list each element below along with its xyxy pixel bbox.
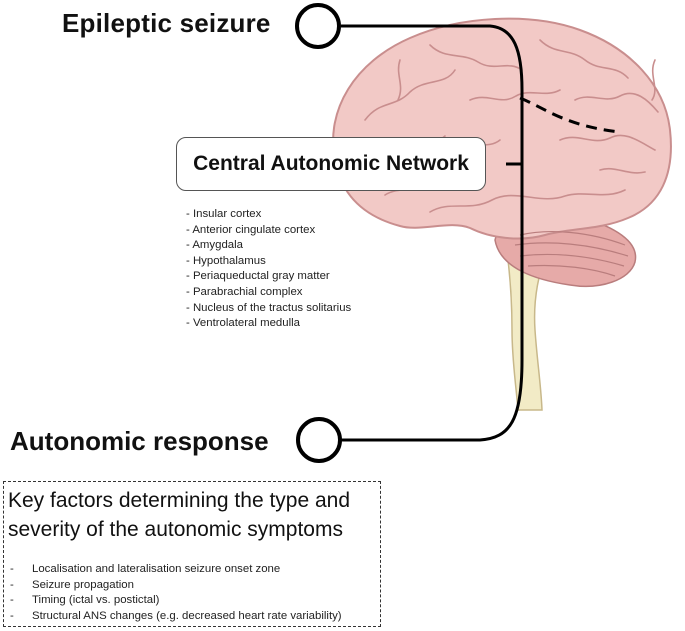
region-item: - Hypothalamus <box>186 254 266 267</box>
region-item: - Nucleus of the tractus solitarius <box>186 301 352 314</box>
region-item: - Parabrachial complex <box>186 285 303 298</box>
seizure-pathway <box>341 24 524 442</box>
factor-item: - Structural ANS changes (e.g. decreased … <box>10 609 342 625</box>
factor-bullet: - <box>10 609 14 622</box>
key-factors-title: Key factors determining the type and sev… <box>8 489 351 541</box>
factor-item: - Localisation and lateralisation seizure… <box>10 562 342 578</box>
key-factors-list: - Localisation and lateralisation seizure… <box>10 562 342 624</box>
central-autonomic-network-title: Central Autonomic Network <box>193 152 469 175</box>
epileptic-seizure-label: Epileptic seizure <box>62 8 271 38</box>
factor-item: - Seizure propagation <box>10 578 342 594</box>
factor-text: Timing (ictal vs. postictal) <box>32 594 160 607</box>
region-item: - Amygdala <box>186 239 243 252</box>
factor-bullet: - <box>10 563 14 575</box>
region-item: - Anterior cingulate cortex <box>186 223 316 236</box>
cerebrum <box>332 17 672 240</box>
key-factors-box <box>3 481 381 627</box>
factor-text: Structural ANS changes (e.g. decreased h… <box>32 609 342 622</box>
region-item: - Periaqueductal gray matter <box>186 270 330 283</box>
factor-bullet: - <box>10 594 14 607</box>
seizure-node-circle <box>295 3 341 49</box>
dashed-connection <box>519 96 621 134</box>
autonomic-response-label: Autonomic response <box>10 426 269 456</box>
brainstem <box>504 237 554 411</box>
factor-bullet: - <box>10 578 14 591</box>
factor-item: - Timing (ictal vs. postictal) <box>10 593 342 609</box>
response-node-circle <box>296 417 342 463</box>
region-item: - Ventrolateral medulla <box>186 317 300 330</box>
factor-text: Localisation and lateralisation seizure … <box>32 563 281 575</box>
central-autonomic-network-box: Central Autonomic Network <box>176 137 486 191</box>
factor-text: Seizure propagation <box>32 578 134 591</box>
region-item: - Insular cortex <box>186 208 262 220</box>
cerebellum-folia <box>514 231 629 277</box>
network-regions-list: - Insular cortex - Anterior cingulate co… <box>186 207 351 332</box>
